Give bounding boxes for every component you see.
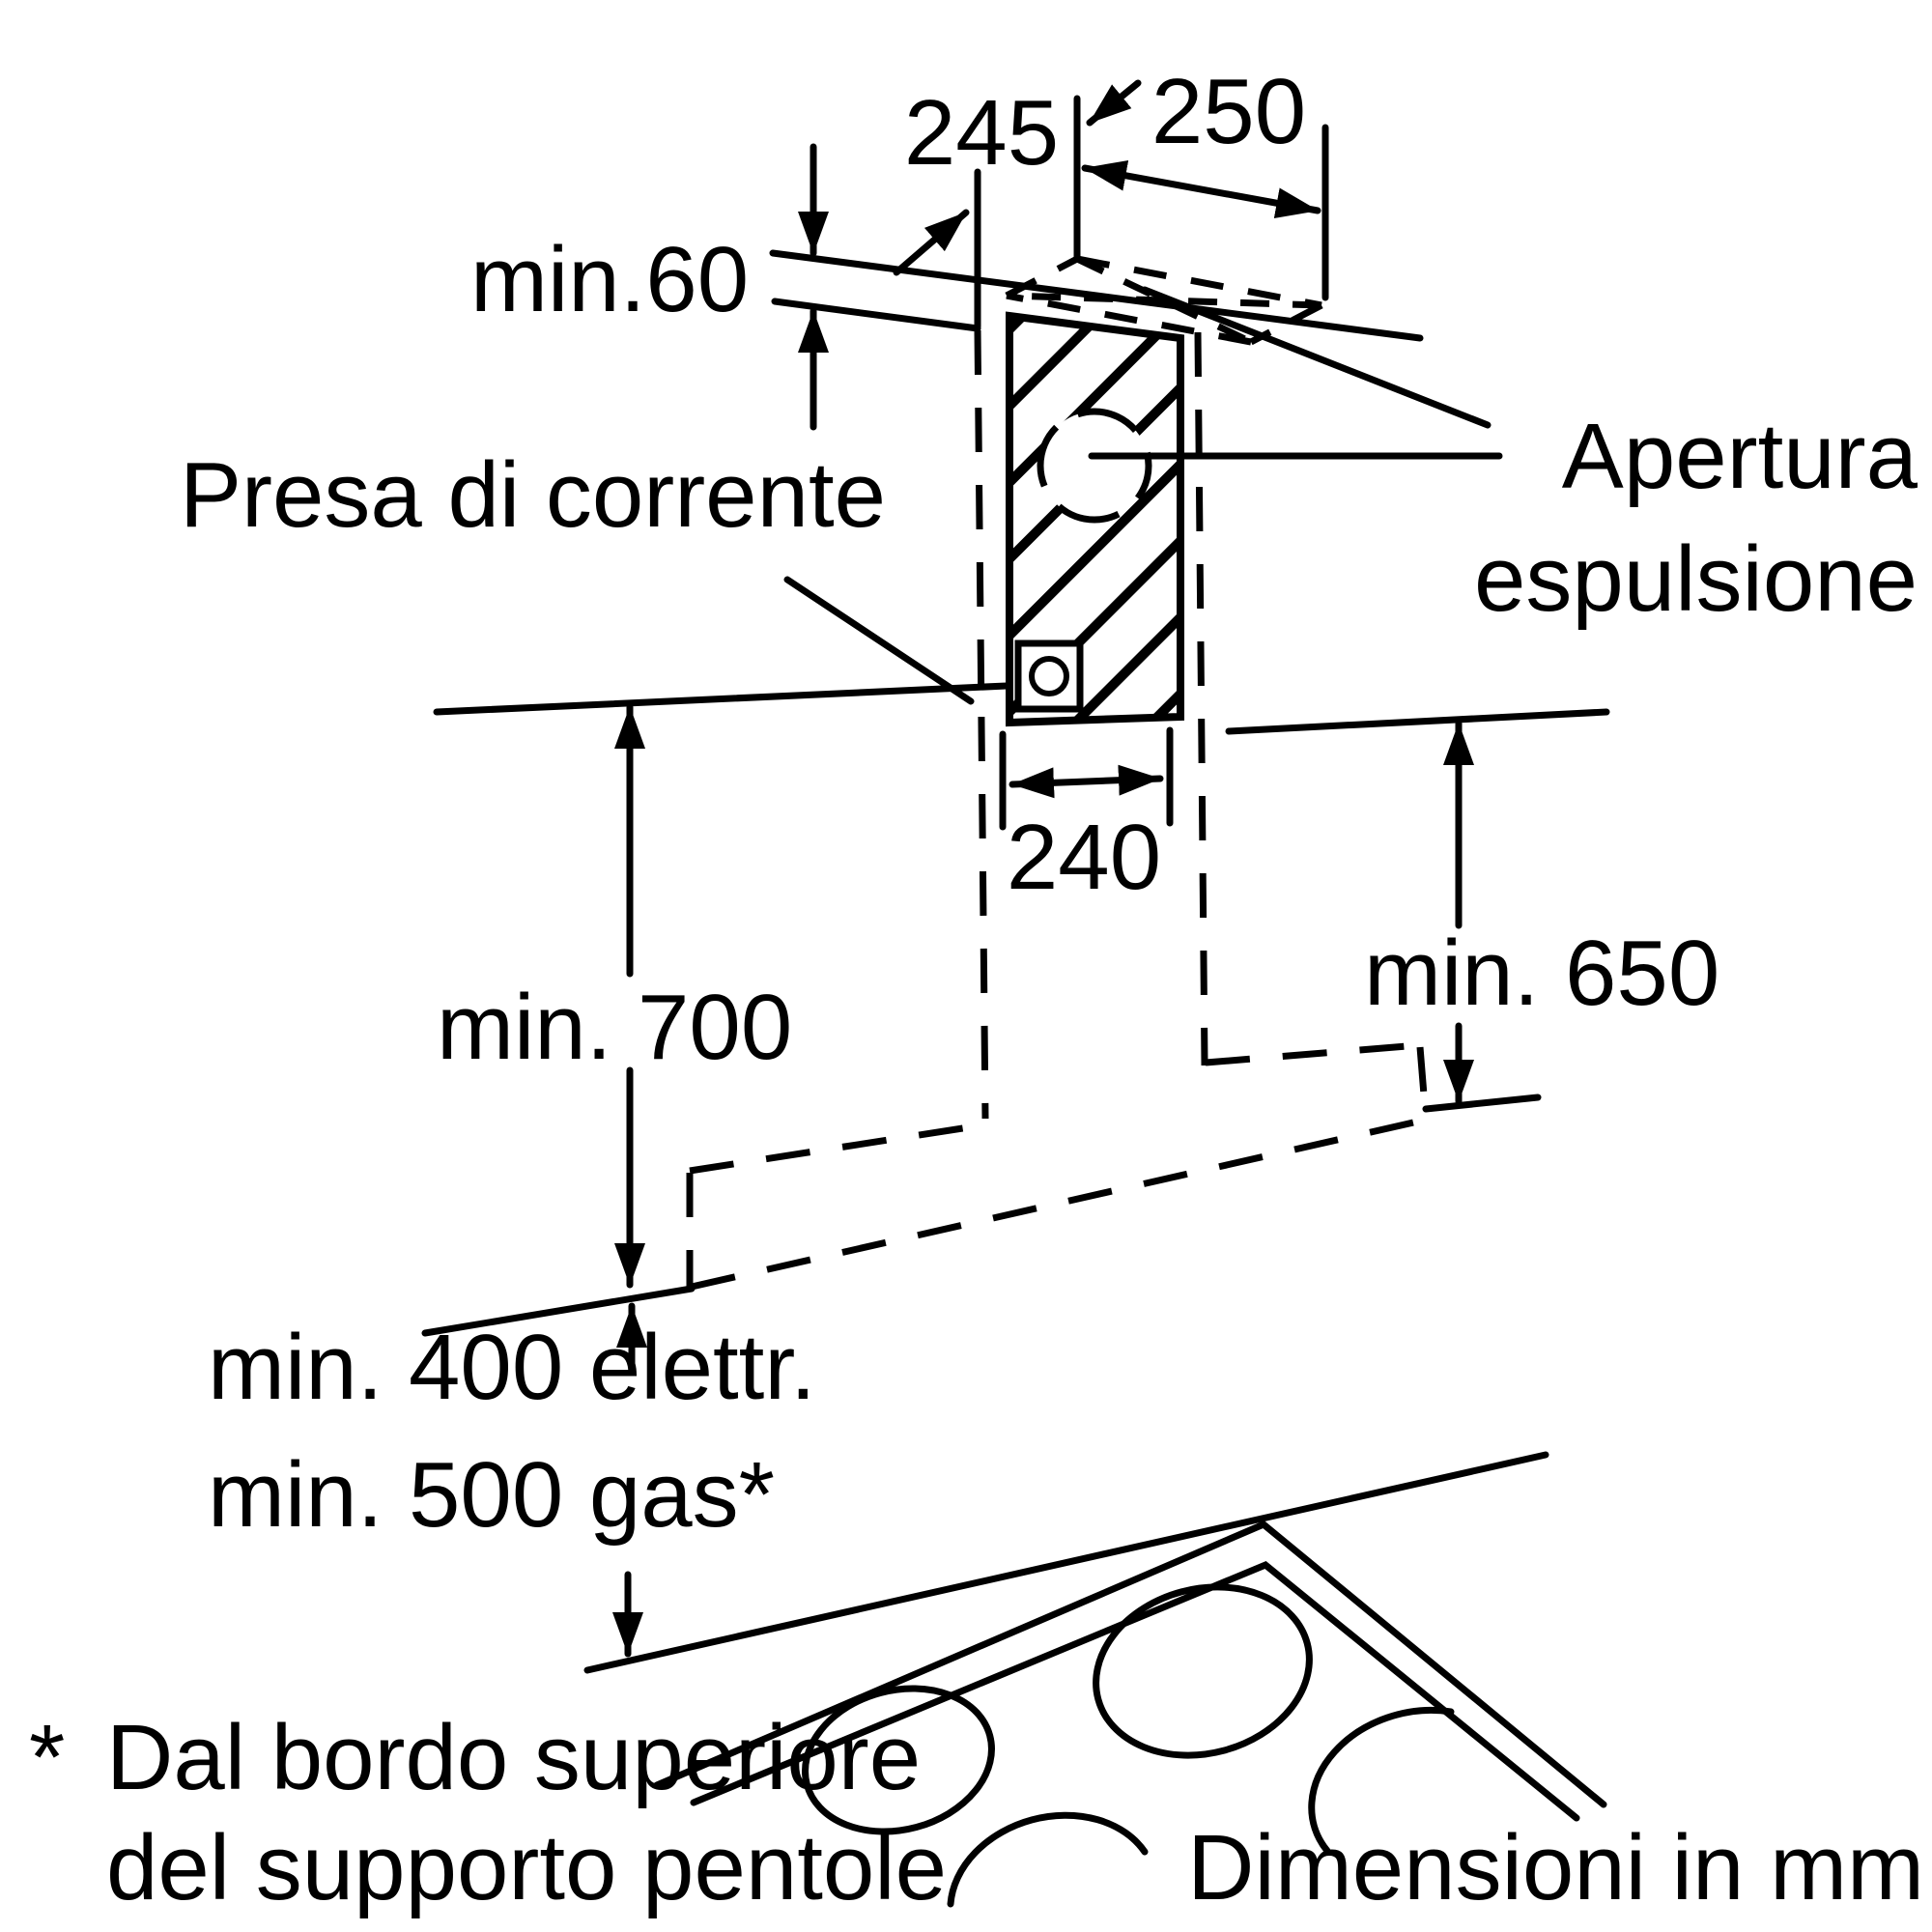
duct-outlet-front-edge [1006, 292, 1252, 346]
label-min500-gas: min. 500 gas* [208, 1443, 775, 1547]
power-socket-outlet-icon [1029, 656, 1069, 696]
burner-front-center-arc [947, 1811, 1149, 1908]
dim-250 [1073, 79, 1329, 301]
duct-dashed-left [974, 329, 989, 1120]
dim-650-bottom-ref [1422, 1094, 1542, 1113]
dim-240-arrow [1009, 764, 1164, 799]
hob-worktop-edge [583, 1451, 1549, 1674]
label-250: 250 [1151, 60, 1306, 163]
dim-250-arrow [1081, 159, 1321, 219]
label-min400-elettr: min. 400 elettr. [208, 1316, 816, 1419]
chimney-duct [974, 329, 1208, 1120]
canopy-bottom-edge [691, 1117, 1423, 1291]
hob-drawing [583, 1451, 1607, 1908]
duct-outlet-back-edge [1076, 255, 1322, 309]
dim-250-leader-arrow [1086, 79, 1142, 127]
canopy-right-stub [1416, 1046, 1430, 1120]
hob-level-references [421, 1285, 696, 1658]
duct-outlet-left-edge [1005, 255, 1079, 299]
duct-outlet-diagonal-1 [1075, 255, 1253, 346]
label-min60: min.60 [470, 228, 749, 331]
dim-min650 [1422, 720, 1542, 1113]
label-presa-di-corrente: Presa di corrente [180, 443, 886, 547]
power-socket-box [1014, 639, 1084, 713]
burner-front-left [802, 1685, 995, 1835]
canopy-top-edge-right [1205, 1041, 1419, 1066]
duct-dashed-right [1194, 331, 1208, 1066]
power-socket [1014, 639, 1084, 713]
label-dimensioni-in-mm: Dimensioni in mm [1187, 1816, 1924, 1919]
exhaust-opening-circle [1037, 408, 1152, 524]
leader-lines [783, 286, 1503, 705]
labels: 245 250 min.60 Presa di corrente Apertur… [29, 60, 1924, 1919]
leader-socket [783, 576, 975, 705]
dim-245-leader-arrow [893, 209, 970, 276]
burner-right-arc [1308, 1706, 1455, 1855]
wall-ref-line [421, 1285, 696, 1337]
canopy-top-edge-left [689, 1122, 982, 1175]
leader-exhaust-diagonal [1141, 286, 1492, 429]
dim-245 [893, 168, 981, 330]
label-footnote-line1: Dal bordo superiore [106, 1706, 921, 1809]
label-240: 240 [1007, 806, 1161, 909]
dim-240 [999, 726, 1174, 831]
hood-bottom-ref-right [1225, 708, 1610, 735]
hood-bottom-references [433, 682, 1610, 735]
label-apertura: Apertura [1562, 405, 1918, 508]
hob-border-inner [690, 1560, 1580, 1822]
wall-mounting-panel [1006, 311, 1184, 727]
label-footnote-star: * [29, 1706, 65, 1809]
label-min650: min. 650 [1364, 922, 1719, 1025]
hood-canopy-dashed-outline [686, 1041, 1430, 1291]
ceiling-line-lower [771, 298, 981, 332]
label-espulsione: espulsione [1474, 527, 1918, 631]
label-min700: min. 700 [437, 976, 792, 1079]
burner-back-right [1093, 1583, 1313, 1759]
label-245: 245 [904, 81, 1059, 185]
hood-bottom-ref-left [433, 682, 1010, 716]
label-footnote-line2: del supporto pentole [106, 1816, 947, 1919]
